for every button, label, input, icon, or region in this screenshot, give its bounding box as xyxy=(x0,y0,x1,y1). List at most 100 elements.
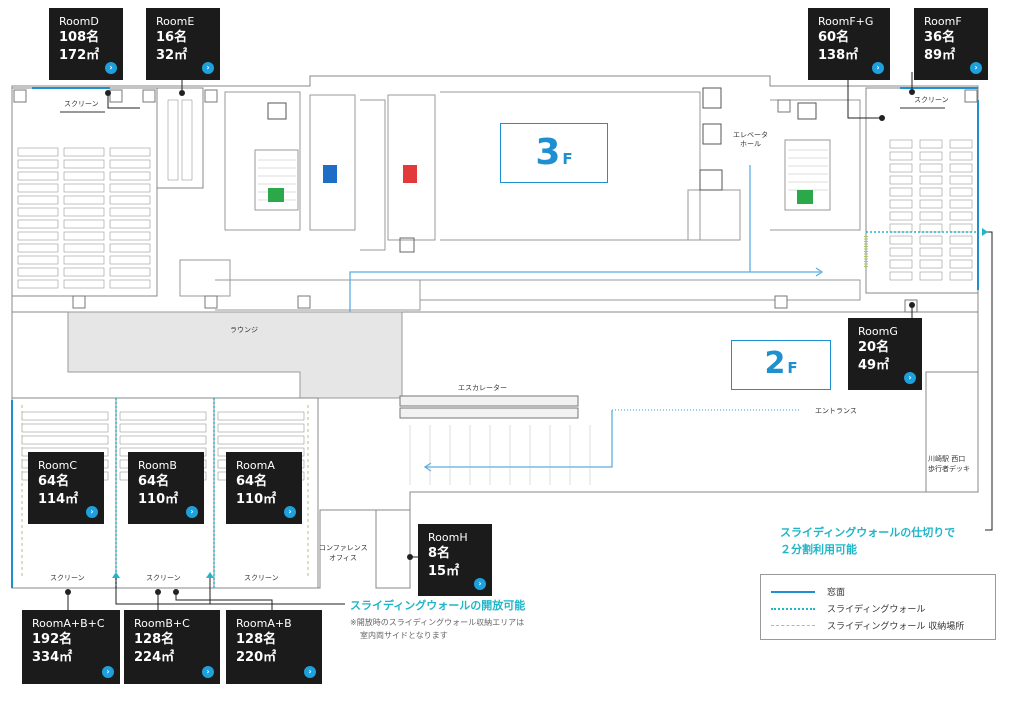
screen-label-f: スクリーン xyxy=(914,96,949,104)
room-card-h[interactable]: RoomH 8名 15㎡ › xyxy=(418,524,492,596)
chevron-right-icon[interactable]: › xyxy=(105,62,117,74)
seat xyxy=(109,207,151,217)
room-name: RoomE xyxy=(156,15,195,28)
room-capacity: 64名 xyxy=(236,474,268,489)
room-area: 172㎡ xyxy=(59,48,100,63)
room-capacity: 64名 xyxy=(138,474,170,489)
chevron-right-icon[interactable]: › xyxy=(474,578,486,590)
room-capacity: 20名 xyxy=(858,340,890,355)
room-card-bc[interactable]: RoomB+C 128名 224㎡ › xyxy=(124,610,220,684)
seat xyxy=(63,207,105,217)
seat xyxy=(889,211,913,221)
chevron-right-icon[interactable]: › xyxy=(304,666,316,678)
room-name: RoomH xyxy=(428,531,468,544)
emergency-exit-icon xyxy=(268,188,284,202)
chevron-right-icon[interactable]: › xyxy=(202,666,214,678)
chevron-right-icon[interactable]: › xyxy=(872,62,884,74)
escalator-label: エスカレーター xyxy=(458,384,507,392)
room-card-b[interactable]: RoomB 64名 110㎡ › xyxy=(128,452,204,524)
seat xyxy=(17,243,59,253)
seat xyxy=(17,279,59,289)
screen-label-c: スクリーン xyxy=(50,574,85,582)
seat xyxy=(21,435,109,445)
room-name: RoomF xyxy=(924,15,962,28)
seat xyxy=(109,159,151,169)
chevron-right-icon[interactable]: › xyxy=(186,506,198,518)
room-capacity: 192名 xyxy=(32,632,73,647)
legend-sliding-wall: スライディングウォール xyxy=(771,602,925,615)
room-card-ab[interactable]: RoomA+B 128名 220㎡ › xyxy=(226,610,322,684)
conference-office-label-1: コンファレンス xyxy=(319,544,368,552)
room-card-d[interactable]: RoomD 108名 172㎡ › xyxy=(49,8,123,80)
seat xyxy=(63,279,105,289)
room-card-g[interactable]: RoomG 20名 49㎡ › xyxy=(848,318,922,390)
elevator-icon-2 xyxy=(702,123,722,145)
seat xyxy=(949,211,973,221)
seat xyxy=(919,223,943,233)
legend-storage-label: スライディングウォール 収納場所 xyxy=(827,622,965,632)
floor-2f-suffix: F xyxy=(787,359,798,377)
entrance-label: エントランス xyxy=(815,407,857,415)
screen-label-a: スクリーン xyxy=(244,574,279,582)
room-e-area xyxy=(156,87,204,189)
seat xyxy=(889,199,913,209)
seat xyxy=(63,195,105,205)
seat xyxy=(217,411,305,421)
room-card-fg[interactable]: RoomF+G 60名 138㎡ › xyxy=(808,8,890,80)
room-card-abc[interactable]: RoomA+B+C 192名 334㎡ › xyxy=(22,610,120,684)
seat xyxy=(949,259,973,269)
screen-label-d: スクリーン xyxy=(64,100,99,108)
elevator-icon-3 xyxy=(267,102,287,120)
emergency-exit-icon-2 xyxy=(797,190,813,204)
legend-sliding-wall-label: スライディングウォール xyxy=(827,605,926,615)
room-area: 49㎡ xyxy=(858,358,890,373)
open-wall-title: スライディングウォールの開放可能 xyxy=(350,599,526,612)
seat xyxy=(17,171,59,181)
chevron-right-icon[interactable]: › xyxy=(202,62,214,74)
chevron-right-icon[interactable]: › xyxy=(86,506,98,518)
room-card-c[interactable]: RoomC 64名 114㎡ › xyxy=(28,452,104,524)
seat xyxy=(119,423,207,433)
floor-3f-suffix: F xyxy=(562,150,573,168)
seat xyxy=(889,151,913,161)
seat xyxy=(949,235,973,245)
room-name: RoomA+B xyxy=(236,617,292,630)
seat xyxy=(17,207,59,217)
room-name: RoomC xyxy=(38,459,78,472)
station-deck-label-1: 川崎駅 西口 xyxy=(928,455,966,463)
seat xyxy=(63,159,105,169)
seat xyxy=(949,175,973,185)
seat xyxy=(949,187,973,197)
seat xyxy=(919,151,943,161)
seat xyxy=(889,271,913,281)
open-wall-note-1: ※開放時のスライディングウォール収納エリアは xyxy=(350,618,525,627)
chevron-right-icon[interactable]: › xyxy=(102,666,114,678)
seat xyxy=(17,267,59,277)
room-card-a[interactable]: RoomA 64名 110㎡ › xyxy=(226,452,302,524)
seat xyxy=(949,151,973,161)
seat xyxy=(17,159,59,169)
seat xyxy=(919,271,943,281)
room-capacity: 108名 xyxy=(59,30,100,45)
seat xyxy=(63,183,105,193)
seat xyxy=(17,231,59,241)
chevron-right-icon[interactable]: › xyxy=(284,506,296,518)
room-area: 334㎡ xyxy=(32,650,73,665)
chevron-right-icon[interactable]: › xyxy=(970,62,982,74)
seat xyxy=(919,175,943,185)
seat xyxy=(109,267,151,277)
room-card-f[interactable]: RoomF 36名 89㎡ › xyxy=(914,8,988,80)
room-name: RoomB xyxy=(138,459,177,472)
seat xyxy=(63,243,105,253)
seat xyxy=(949,199,973,209)
legend-window: 窓面 xyxy=(771,585,845,598)
seat xyxy=(919,199,943,209)
room-area: 15㎡ xyxy=(428,564,460,579)
legend-window-swatch xyxy=(771,590,815,593)
room-card-e[interactable]: RoomE 16名 32㎡ › xyxy=(146,8,220,80)
seat xyxy=(919,187,943,197)
chevron-right-icon[interactable]: › xyxy=(904,372,916,384)
room-capacity: 36名 xyxy=(924,30,956,45)
